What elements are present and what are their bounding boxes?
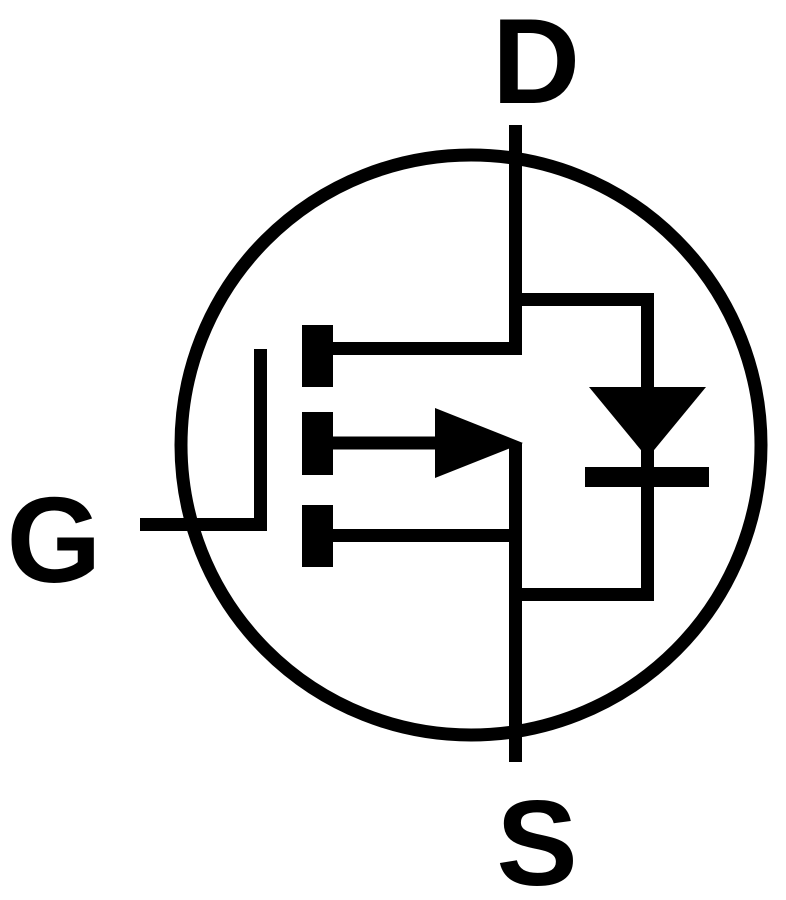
drain-terminal-label: D xyxy=(492,0,580,129)
body-arrow-icon xyxy=(435,408,523,478)
source-terminal-label: S xyxy=(496,775,577,900)
body-diode-cathode-bar xyxy=(585,467,709,487)
body-channel-pad xyxy=(302,412,333,475)
transistor-envelope-circle xyxy=(174,148,768,742)
body-diode-triangle-icon xyxy=(589,387,706,458)
drain-channel-pad xyxy=(302,325,333,387)
gate-terminal-label: G xyxy=(7,472,102,608)
source-channel-pad xyxy=(302,505,333,567)
body-diode-branch-line xyxy=(512,293,654,601)
